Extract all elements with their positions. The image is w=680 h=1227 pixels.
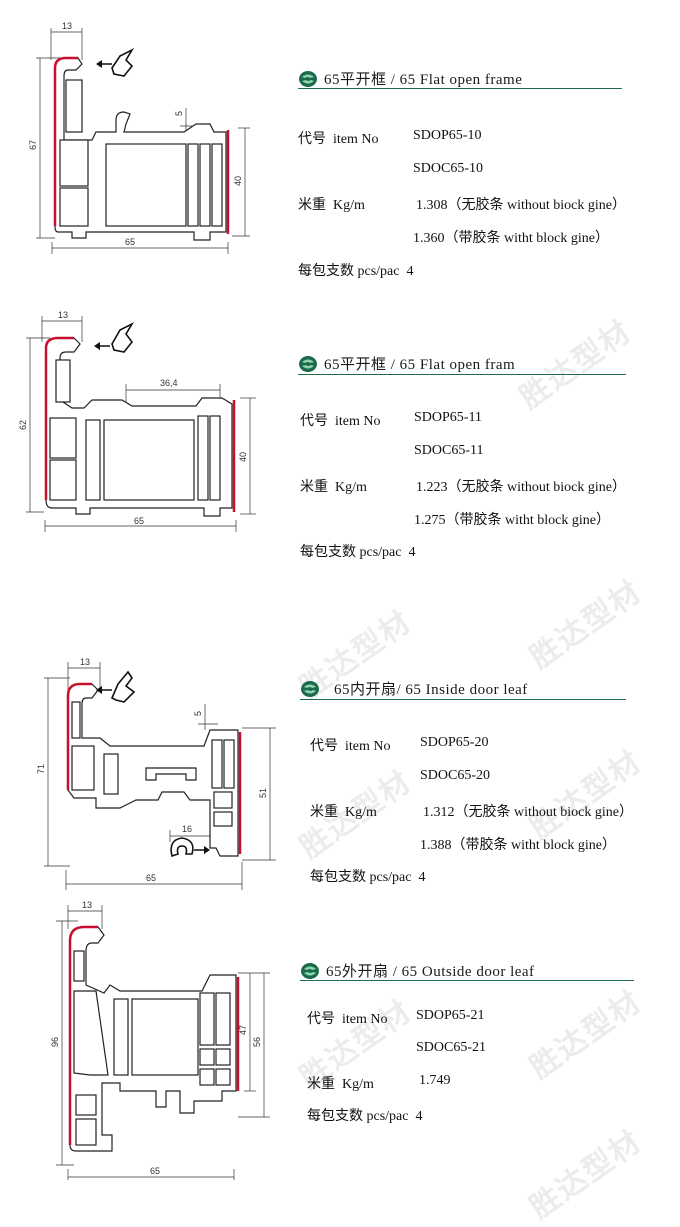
dim-right: 56 bbox=[252, 1037, 262, 1047]
item-no-1: SDOP65-20 bbox=[420, 735, 489, 750]
pack-count: 每包支数 pcs/pac 4 bbox=[298, 264, 414, 279]
spec-title: 65内开扇/ 65 Inside door leaf bbox=[300, 678, 528, 699]
weight-1: 1.312（无胶条 without biock gine） bbox=[423, 805, 633, 820]
weight-label: 米重 Kg/m bbox=[300, 480, 367, 495]
watermark: 胜达型材 bbox=[513, 313, 639, 416]
profile-drawing-1: 13 67 65 40 5 bbox=[28, 21, 250, 254]
dim-right: 40 bbox=[238, 452, 248, 462]
title-divider bbox=[300, 699, 626, 700]
profile-drawing-2: 13 62 65 40 36,4 bbox=[18, 310, 256, 532]
item-no-2: SDOC65-20 bbox=[420, 768, 491, 783]
dim-height: 71 bbox=[36, 764, 46, 774]
sd-logo-icon bbox=[299, 355, 317, 372]
title-divider bbox=[298, 374, 626, 375]
sd-logo-icon bbox=[301, 680, 319, 697]
watermark: 胜达型材 bbox=[523, 573, 649, 676]
weight-label: 米重 Kg/m bbox=[310, 805, 377, 820]
dim-top: 13 bbox=[58, 310, 68, 320]
pack-count: 每包支数 pcs/pac 4 bbox=[300, 545, 416, 560]
pack-count: 每包支数 pcs/pac 4 bbox=[310, 870, 426, 885]
dim-width: 65 bbox=[146, 873, 156, 883]
watermark: 胜达型材 bbox=[523, 743, 649, 846]
item-no-1: SDOP65-21 bbox=[416, 1008, 485, 1023]
spec-title: 65平开框 / 65 Flat open frame bbox=[298, 68, 522, 89]
dim-width: 65 bbox=[150, 1166, 160, 1176]
profile-drawing-3: 13 71 65 51 5 16 bbox=[36, 657, 276, 890]
dim-right: 40 bbox=[233, 176, 243, 186]
item-no-1: SDOP65-10 bbox=[413, 128, 482, 143]
dim-step: 5 bbox=[193, 711, 203, 716]
item-no-1: SDOP65-11 bbox=[414, 410, 482, 425]
dim-right: 51 bbox=[258, 788, 268, 798]
dim-top: 13 bbox=[80, 657, 90, 667]
weight-1: 1.223（无胶条 without biock gine） bbox=[416, 480, 626, 495]
weight-2: 1.388（带胶条 witht block gine） bbox=[420, 838, 616, 853]
dim-top: 13 bbox=[82, 900, 92, 910]
dim-width: 65 bbox=[125, 237, 135, 247]
watermark: 胜达型材 bbox=[523, 983, 649, 1086]
weight-1: 1.308（无胶条 without biock gine） bbox=[416, 198, 626, 213]
dim-width: 65 bbox=[134, 516, 144, 526]
dim-step: 5 bbox=[174, 111, 184, 116]
title-divider bbox=[300, 980, 634, 981]
item-no-2: SDOC65-10 bbox=[413, 161, 484, 176]
sd-logo-icon bbox=[301, 962, 319, 979]
item-no-label: 代号 item No bbox=[307, 1012, 388, 1027]
dim-height: 67 bbox=[28, 140, 38, 150]
dim-right-inner: 47 bbox=[238, 1025, 248, 1035]
item-no-2: SDOC65-21 bbox=[416, 1040, 487, 1055]
item-no-2: SDOC65-11 bbox=[414, 443, 484, 458]
dim-top: 13 bbox=[62, 21, 72, 31]
item-no-label: 代号 item No bbox=[300, 414, 381, 429]
weight-label: 米重 Kg/m bbox=[298, 198, 365, 213]
item-no-label: 代号 item No bbox=[310, 739, 391, 754]
sd-logo-icon bbox=[299, 70, 317, 87]
spec-title: 65外开扇 / 65 Outside door leaf bbox=[300, 960, 535, 981]
weight-label: 米重 Kg/m bbox=[307, 1077, 374, 1092]
title-divider bbox=[298, 88, 622, 89]
profile-drawing-4: 13 96 65 56 47 bbox=[50, 900, 270, 1180]
weight-2: 1.360（带胶条 witht block gine） bbox=[413, 231, 609, 246]
watermark: 胜达型材 bbox=[523, 1123, 649, 1226]
weight-1: 1.749 bbox=[419, 1073, 451, 1088]
dim-inner: 16 bbox=[182, 824, 192, 834]
pack-count: 每包支数 pcs/pac 4 bbox=[307, 1109, 423, 1124]
dim-height: 96 bbox=[50, 1037, 60, 1047]
dim-height: 62 bbox=[18, 420, 28, 430]
item-no-label: 代号 item No bbox=[298, 132, 379, 147]
weight-2: 1.275（带胶条 witht block gine） bbox=[414, 513, 610, 528]
dim-inner: 36,4 bbox=[160, 378, 178, 388]
spec-title: 65平开框 / 65 Flat open fram bbox=[298, 353, 515, 374]
